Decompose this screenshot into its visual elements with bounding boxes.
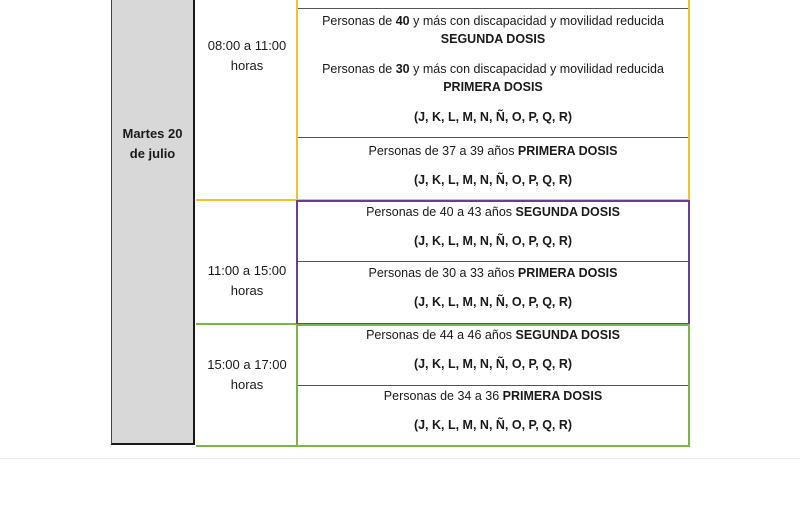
row-text: Personas de 40 a 43 años [366,205,516,219]
dose-label: PRIMERA DOSIS [502,389,603,403]
row-44-46-second-dose: Personas de 44 a 46 años SEGUNDA DOSIS [297,326,689,344]
row-separator [298,385,688,386]
time-slot-2-unit: horas [230,283,264,298]
slot-separator-3 [196,445,297,447]
dose-label: PRIMERA DOSIS [517,266,618,280]
time-slot-3-range: 15:00 a 17:00 [207,357,287,372]
time-slot-3-unit: horas [230,377,264,392]
day-line-2: de julio [129,146,176,161]
row-text: Personas de [322,14,396,28]
age-number: 30 [395,62,410,76]
time-slot-2: 11:00 a 15:00 horas [197,261,297,301]
time-slot-3: 15:00 a 17:00 horas [197,355,297,395]
row-text: Personas de 44 a 46 años [366,328,516,342]
row-text: y más con discapacidad y movilidad reduc… [409,62,664,76]
age-number: 40 [395,14,410,28]
slot-separator-2 [196,323,297,325]
letters-list: (J, K, L, M, N, Ñ, O, P, Q, R) [413,357,573,371]
letters-list: (J, K, L, M, N, Ñ, O, P, Q, R) [413,173,573,187]
time-slot-1-unit: horas [230,58,264,73]
row-40-43-second-dose: Personas de 40 a 43 años SEGUNDA DOSIS [297,203,689,221]
row-text: Personas de 34 a 36 [383,389,503,403]
time-slot-1: 08:00 a 11:00 horas [197,36,297,76]
row-34-36-first-dose: Personas de 34 a 36 PRIMERA DOSIS [297,387,689,405]
day-cell: Martes 20 de julio [111,0,195,445]
row-separator [298,137,688,138]
letters-list: (J, K, L, M, N, Ñ, O, P, Q, R) [413,295,573,309]
dose-label: PRIMERA DOSIS [443,80,543,94]
dose-label: SEGUNDA DOSIS [515,328,620,342]
row-text: Personas de [322,62,396,76]
row-separator [298,261,688,262]
row-text: y más con discapacidad y movilidad reduc… [409,14,664,28]
time-slot-2-range: 11:00 a 15:00 [207,263,287,278]
group-box-afternoon [296,324,690,447]
row-30-disability-first-dose: Personas de 30 y más con discapacidad y … [297,60,689,96]
page-edge-line [0,458,800,459]
letters-list: (J, K, L, M, N, Ñ, O, P, Q, R) [413,110,573,124]
row-text: Personas de 30 a 33 años [368,266,518,280]
row-text: Personas de 37 a 39 años [368,144,518,158]
letters-list: (J, K, L, M, N, Ñ, O, P, Q, R) [413,418,573,432]
day-label: Martes 20 de julio [112,124,193,164]
dose-label: SEGUNDA DOSIS [440,32,546,46]
day-line-1: Martes 20 [122,126,183,141]
slot-separator-1 [196,199,297,201]
time-slot-1-range: 08:00 a 11:00 [207,38,287,53]
row-40-disability-second-dose: Personas de 40 y más con discapacidad y … [297,12,689,48]
dose-label: SEGUNDA DOSIS [515,205,620,219]
row-separator [298,8,688,9]
letters-list: (J, K, L, M, N, Ñ, O, P, Q, R) [413,234,573,248]
row-37-39-first-dose: Personas de 37 a 39 años PRIMERA DOSIS [297,142,689,160]
row-30-33-first-dose: Personas de 30 a 33 años PRIMERA DOSIS [297,264,689,282]
dose-label: PRIMERA DOSIS [517,144,618,158]
